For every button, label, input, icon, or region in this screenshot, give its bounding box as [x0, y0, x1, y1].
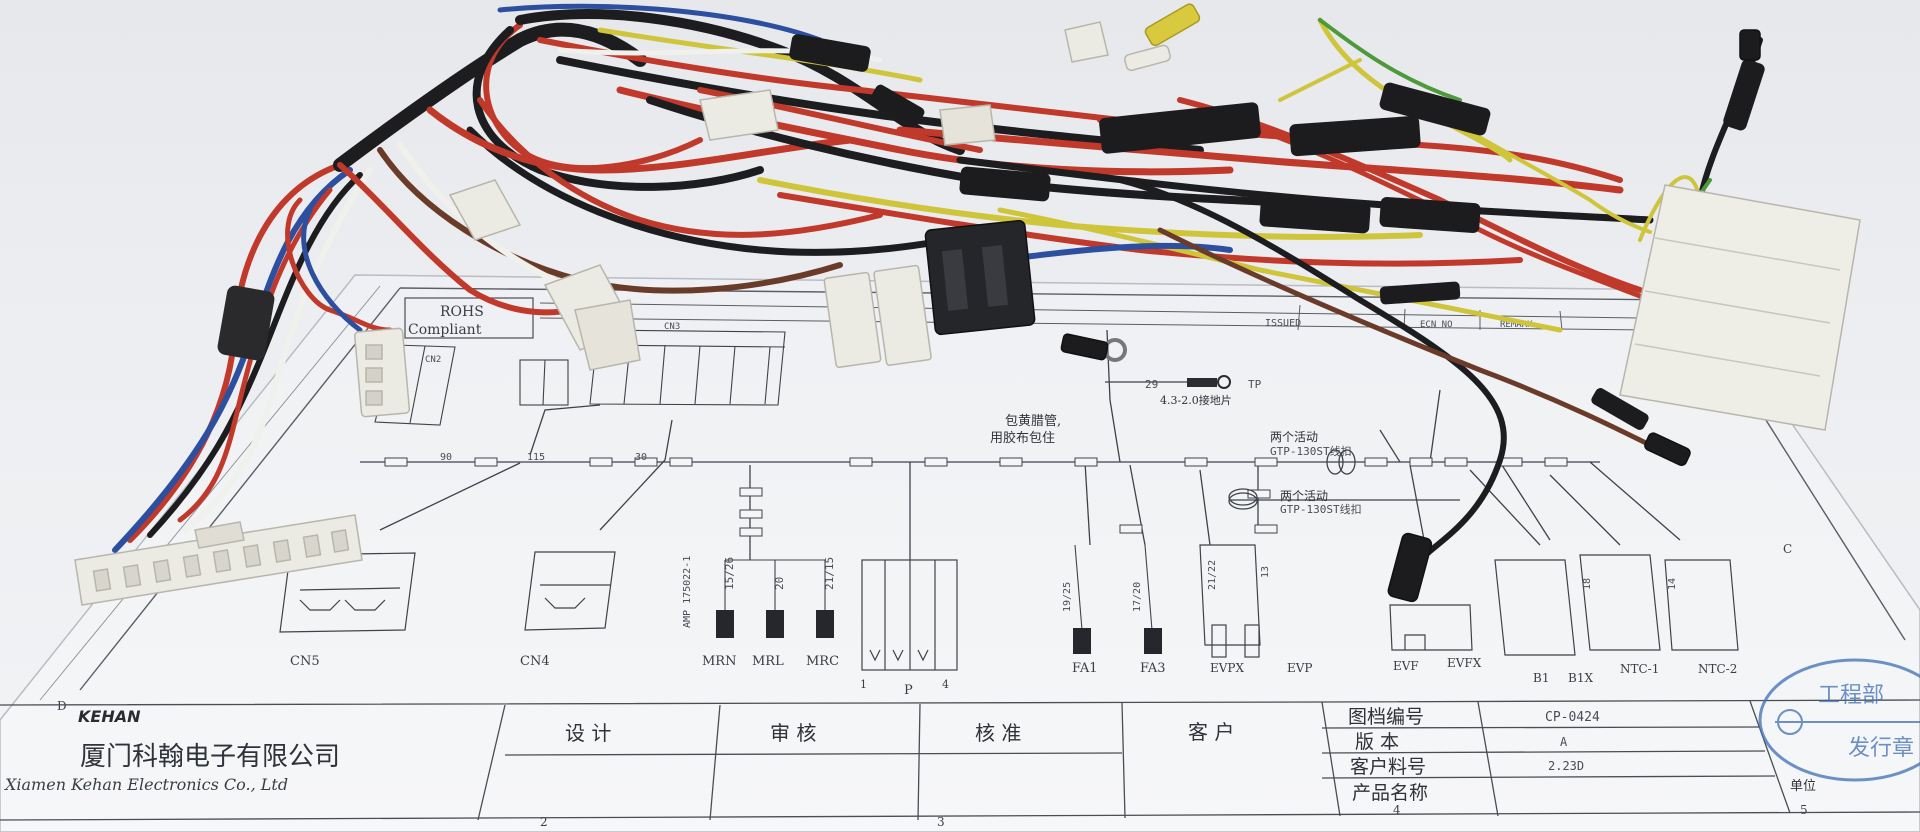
cable-tie-symbols: [1228, 449, 1356, 510]
mrc-label: MRC: [806, 654, 839, 669]
amp-part-label: AMP 175022-1: [682, 556, 693, 628]
sensor-connectors: [1199, 544, 1739, 658]
zone-3: 3: [937, 815, 945, 829]
tie-note-b: 两个活动: [1280, 489, 1328, 503]
issued-label: ISSUED: [1265, 318, 1301, 329]
ecn-label: ECN NO: [1420, 320, 1453, 330]
wire-17-20: 17/20: [1132, 582, 1143, 612]
stamp-text-1: 工程部: [1818, 683, 1884, 708]
doc-no-value: CP-0424: [1545, 710, 1600, 725]
mrl-label: MRL: [752, 654, 784, 669]
fa3-label: FA3: [1140, 661, 1166, 676]
company-name-cn: 厦门科翰电子有限公司: [80, 742, 340, 772]
rohs-box: ROHS Compliant: [404, 297, 534, 339]
approve-label: 核 准: [975, 721, 1021, 745]
ground-lug-symbol: [1187, 375, 1231, 389]
lug-number: 29: [1145, 378, 1158, 391]
mr-terminals: [716, 559, 834, 638]
p-connector: [861, 559, 958, 671]
sleeve-note: 包黄腊管,: [1005, 414, 1061, 429]
cn2-label: CN2: [425, 355, 441, 365]
product-label: 产品名称: [1352, 782, 1428, 804]
p-pin-1: 1: [860, 678, 867, 691]
trunk-splice-marks: [384, 457, 1568, 537]
version-value: A: [1560, 735, 1568, 749]
harness-trunk-line: [360, 329, 1681, 560]
wire-13: 13: [1260, 566, 1271, 578]
lug-note: 4.3-2.0接地片: [1160, 394, 1232, 407]
zone-4: 4: [1393, 803, 1401, 817]
cn5-label: CN5: [290, 654, 320, 669]
length-30: 30: [635, 452, 647, 463]
wire-14: 14: [1667, 578, 1678, 590]
wire-21-15: 21/15: [823, 557, 836, 590]
fa1-label: FA1: [1072, 661, 1098, 676]
wire-20: 20: [773, 577, 786, 590]
compliant-text: Compliant: [408, 322, 482, 338]
evpx-label: EVPX: [1210, 661, 1245, 675]
engineering-stamp: 工程部 发行章: [1758, 658, 1920, 782]
zone-d: D: [57, 699, 67, 713]
length-115: 115: [527, 452, 545, 463]
mrn-label: MRN: [702, 654, 736, 669]
evfx-label: EVFX: [1447, 656, 1482, 670]
review-label: 审 核: [770, 721, 816, 745]
fa-terminals: [1073, 544, 1162, 654]
cn5-cn4-blocks: [279, 551, 616, 633]
cn4-label: CN4: [520, 654, 550, 669]
unit-label: 单位: [1790, 779, 1816, 794]
cust-part-label: 客户料号: [1350, 756, 1426, 778]
customer-label: 客 户: [1188, 720, 1234, 744]
b1x-label: B1X: [1568, 671, 1593, 685]
stamp-text-2: 发行章: [1848, 736, 1914, 761]
p-label: P: [904, 683, 913, 698]
wire-15-26: 15/26: [723, 557, 736, 590]
lug-tp: TP: [1248, 378, 1262, 391]
doc-no-label: 图档编号: [1348, 706, 1424, 728]
title-block-grid: [0, 699, 1920, 821]
wire-21-22: 21/22: [1207, 560, 1218, 590]
wire-19-25: 19/25: [1062, 582, 1073, 612]
evp-label: EVP: [1287, 661, 1313, 675]
cn3-label: CN3: [664, 322, 680, 332]
design-label: 设 计: [565, 721, 611, 745]
zone-2: 2: [540, 815, 548, 829]
ntc2-label: NTC-2: [1698, 662, 1737, 676]
length-90: 90: [440, 452, 452, 463]
ntc1-label: NTC-1: [1620, 662, 1659, 676]
company-name-en: Xiamen Kehan Electronics Co., Ltd: [3, 775, 288, 794]
company-logo: KEHAN: [78, 707, 141, 726]
connector-housings: [74, 3, 1861, 606]
rohs-text: ROHS: [440, 304, 484, 320]
b1-label: B1: [1533, 671, 1549, 685]
evf-label: EVF: [1393, 659, 1419, 673]
tie-note-a: 两个活动: [1270, 430, 1318, 444]
cust-part-value: 2.23D: [1548, 759, 1584, 773]
zone-5: 5: [1800, 803, 1808, 817]
version-label: 版 本: [1355, 731, 1399, 753]
wire-18: 18: [1582, 578, 1593, 590]
p-pin-4: 4: [942, 678, 949, 691]
zone-c: C: [1783, 542, 1792, 556]
tie-note-a2: GTP-130ST线扣: [1270, 444, 1352, 458]
remark-label: REMARK: [1500, 320, 1533, 330]
revision-table: [539, 302, 1651, 331]
tape-note: 用胶布包住: [990, 430, 1055, 446]
tie-note-b2: GTP-130ST线扣: [1280, 502, 1362, 516]
